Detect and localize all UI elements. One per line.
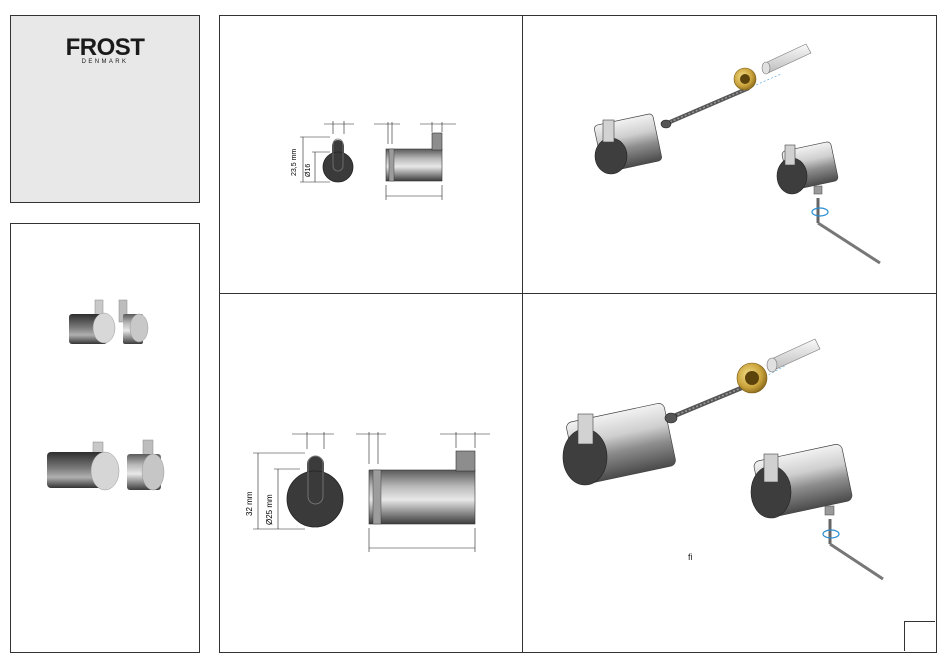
assembled-large-hook <box>751 443 853 518</box>
brand-logo: FROST <box>11 34 199 62</box>
large-diameter-label: Ø25 mm <box>265 494 274 525</box>
instruction-grid: 23,5 mm Ø16 <box>219 15 937 653</box>
small-hook-mounting-illustration <box>523 16 936 294</box>
mounting-note: fi <box>688 552 693 562</box>
small-hook-part <box>594 113 663 174</box>
allen-key-tool-large <box>823 506 883 579</box>
product-photo-small-hooks <box>69 300 148 344</box>
small-diameter-label: Ø16 <box>305 164 312 177</box>
brass-ring-part <box>734 68 756 90</box>
large-hook-part <box>563 402 677 485</box>
small-hook-dimension-drawing: 23,5 mm Ø16 <box>220 16 523 294</box>
logo-panel: FROST DENMARK <box>10 15 200 203</box>
product-photo-large-hooks <box>47 440 164 490</box>
allen-key-tool <box>812 186 880 263</box>
page-number-box <box>904 621 935 651</box>
product-images-panel <box>10 223 200 653</box>
brass-ring-part-large <box>737 363 767 393</box>
assembled-small-hook <box>777 141 839 194</box>
wall-plug-part <box>762 44 811 74</box>
large-hook-dimension-drawing: 32 mm Ø25 mm <box>220 294 523 652</box>
screw-part <box>661 88 749 128</box>
wall-plug-part-large <box>767 339 820 372</box>
large-hook-mounting-illustration: fi <box>523 294 936 652</box>
large-height-label: 32 mm <box>245 491 254 516</box>
product-photo-hooks <box>11 224 199 652</box>
brand-subtitle: DENMARK <box>11 59 199 65</box>
small-height-label: 23,5 mm <box>291 149 298 176</box>
screw-part-large <box>665 384 751 423</box>
